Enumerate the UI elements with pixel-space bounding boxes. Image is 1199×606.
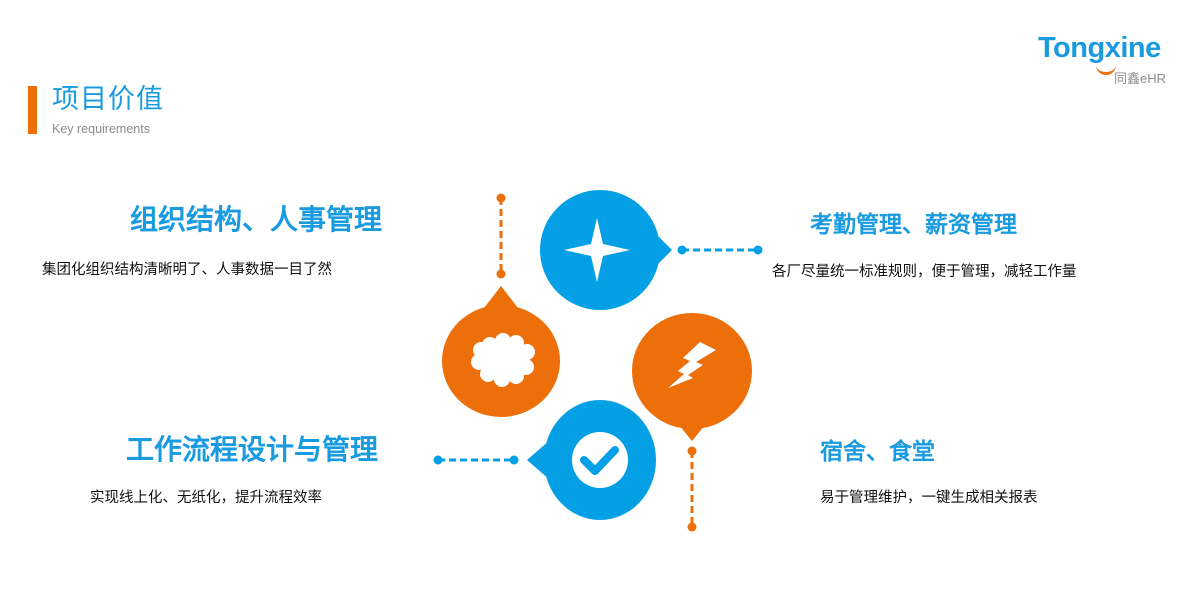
page-subtitle: Key requirements bbox=[52, 122, 150, 136]
item-desc-dorm-canteen: 易于管理维护，一键生成相关报表 bbox=[820, 490, 1038, 506]
connector-top-right bbox=[677, 245, 763, 255]
title-accent-bar bbox=[28, 86, 37, 134]
lightning-icon bbox=[668, 342, 716, 388]
item-title-org-hr: 组织结构、人事管理 bbox=[130, 203, 383, 236]
item-title-attendance-payroll: 考勤管理、薪资管理 bbox=[810, 212, 1017, 238]
sparkle-star-icon bbox=[564, 218, 630, 282]
logo-subtitle: 同鑫eHR bbox=[1114, 71, 1167, 86]
item-desc-workflow: 实现线上化、无纸化，提升流程效率 bbox=[90, 490, 322, 506]
connector-bottom-left bbox=[433, 455, 519, 465]
item-desc-attendance-payroll: 各厂尽量统一标准规则，便于管理，减轻工作量 bbox=[772, 264, 1077, 280]
logo-brand-text: Tongxine bbox=[1038, 32, 1161, 64]
bubble-blue-check bbox=[527, 400, 656, 520]
checkmark-icon bbox=[580, 446, 619, 475]
page-title: 项目价值 bbox=[52, 84, 164, 115]
bubble-orange-lightning bbox=[632, 313, 752, 441]
brand-logo: Tongxine 同鑫eHR bbox=[1038, 30, 1183, 86]
connector-bottom-right bbox=[687, 446, 697, 532]
item-title-workflow: 工作流程设计与管理 bbox=[126, 433, 379, 466]
cloud-icon bbox=[471, 333, 535, 387]
logo-smile-icon bbox=[1096, 64, 1116, 75]
item-title-dorm-canteen: 宿舍、食堂 bbox=[820, 439, 935, 465]
bubble-blue-star bbox=[540, 190, 672, 310]
bubble-orange-cloud bbox=[442, 286, 560, 417]
connector-top-left bbox=[496, 193, 506, 279]
item-desc-org-hr: 集团化组织结构清晰明了、人事数据一目了然 bbox=[42, 262, 332, 278]
